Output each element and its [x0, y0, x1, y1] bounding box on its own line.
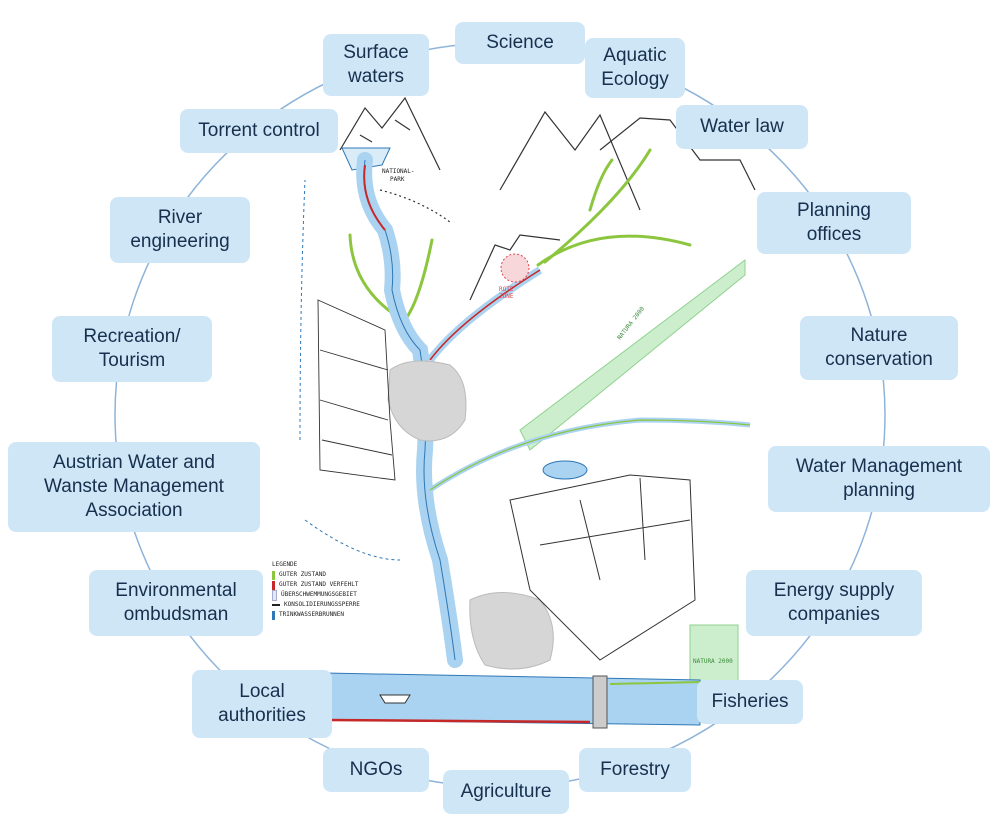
town-lower [469, 592, 554, 670]
svg-text:NATURA 2000: NATURA 2000 [616, 305, 646, 341]
svg-text:NATURA 2000: NATURA 2000 [693, 658, 733, 665]
stakeholder-austrian-water-assoc[interactable]: Austrian Water and Wanste Management Ass… [8, 442, 260, 532]
legend-item-barrier: KONSOLIDIERUNGSSPERRE [272, 600, 412, 610]
lower-river [324, 672, 701, 726]
mountains-left [339, 96, 451, 223]
hillside-fields [317, 299, 396, 481]
stakeholder-torrent-control[interactable]: Torrent control [180, 109, 338, 153]
legend-item-failed: GUTER ZUSTAND VERFEHLT [272, 580, 412, 590]
dam [592, 675, 608, 729]
stakeholder-ngos[interactable]: NGOs [323, 748, 429, 792]
fields [509, 474, 696, 661]
stakeholder-water-management-planning[interactable]: Water Management planning [768, 446, 990, 512]
map-legend: LEGENDE GUTER ZUSTAND GUTER ZUSTAND VERF… [272, 560, 412, 620]
natura-box [689, 624, 739, 684]
right-tributary [426, 266, 543, 363]
svg-text:ROTE: ROTE [499, 286, 514, 293]
stakeholder-forestry[interactable]: Forestry [579, 748, 691, 792]
legend-title: LEGENDE [272, 561, 298, 568]
stakeholder-nature-conservation[interactable]: Nature conservation [800, 316, 958, 380]
lake [542, 460, 588, 480]
stakeholder-energy-supply[interactable]: Energy supply companies [746, 570, 922, 636]
stakeholder-fisheries[interactable]: Fisheries [697, 680, 803, 724]
stakeholder-planning-offices[interactable]: Planning offices [757, 192, 911, 254]
legend-item-well: TRINKWASSERBRUNNEN [272, 610, 412, 620]
svg-text:PARK: PARK [390, 176, 405, 183]
red-zone [500, 253, 530, 283]
legend-item-good: GUTER ZUSTAND [272, 570, 412, 580]
side-river [428, 417, 751, 493]
stakeholder-surface-waters[interactable]: Surface waters [323, 34, 429, 96]
stakeholder-agriculture[interactable]: Agriculture [443, 770, 569, 814]
stakeholder-environmental-ombudsman[interactable]: Environmental ombudsman [89, 570, 263, 636]
boat [379, 694, 411, 704]
tributaries [348, 148, 692, 322]
svg-text:ZONE: ZONE [499, 293, 514, 300]
town-upper [387, 360, 467, 442]
stakeholder-science[interactable]: Science [455, 22, 585, 64]
stakeholder-river-engineering[interactable]: River engineering [110, 197, 250, 263]
stakeholder-water-law[interactable]: Water law [676, 105, 808, 149]
legend-item-flood: ÜBERSCHWEMMUNGSGEBIET [272, 589, 412, 601]
stakeholder-aquatic-ecology[interactable]: Aquatic Ecology [585, 38, 685, 98]
stakeholder-recreation-tourism[interactable]: Recreation/ Tourism [52, 316, 212, 382]
svg-text:NATIONAL-: NATIONAL- [382, 168, 415, 175]
stakeholder-local-authorities[interactable]: Local authorities [192, 670, 332, 738]
